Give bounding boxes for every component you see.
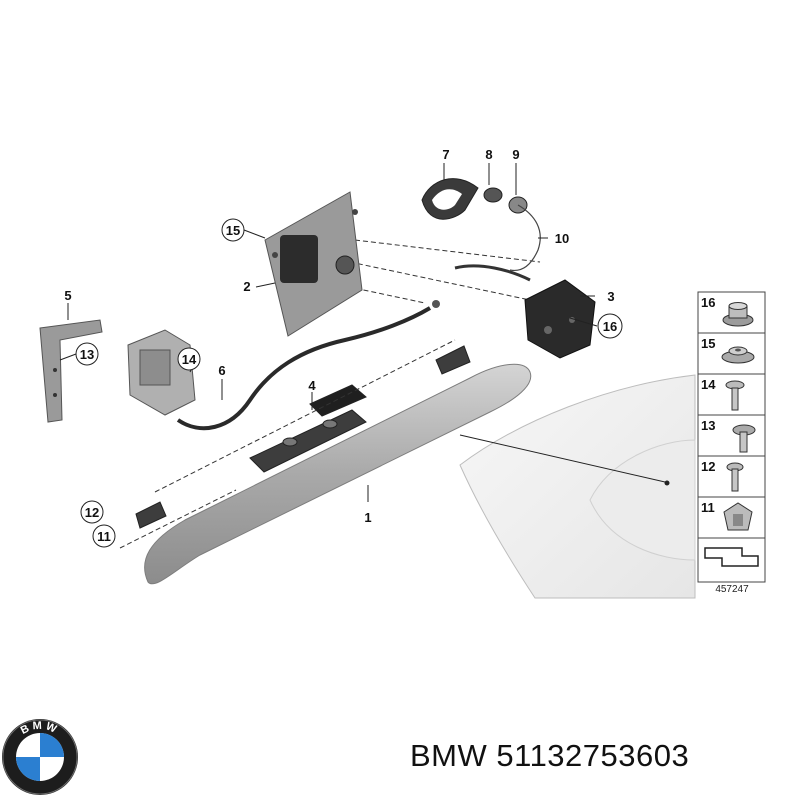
lock-part-3: [454, 264, 596, 359]
grommet-part-8: [483, 187, 503, 203]
callout-9: 9: [512, 147, 519, 162]
cable-part-6: [176, 300, 440, 431]
diagram-code: 457247: [715, 584, 749, 595]
tailgate-panel: [459, 374, 696, 599]
callout-11: 11: [92, 524, 116, 548]
part-number-caption: BMW 51132753603: [410, 738, 689, 774]
legend-item-15: 15: [701, 336, 715, 351]
callout-12: 12: [80, 500, 104, 524]
callout-7: 7: [442, 147, 449, 162]
trim-handle-part-1: [144, 363, 532, 585]
callout-5: 5: [64, 288, 71, 303]
shape-symbol-icon: [704, 547, 759, 567]
actuator-part: [127, 329, 196, 416]
callout-10: 10: [555, 231, 569, 246]
mounting-plate-part-2: [264, 191, 363, 337]
legend-item-14: 14: [701, 377, 716, 392]
legend-item-13: 13: [701, 418, 715, 433]
callout-6: 6: [218, 363, 225, 378]
callout-8: 8: [485, 147, 492, 162]
bmw-logo: BMW: [2, 719, 78, 795]
nut-15-icon: [721, 346, 755, 364]
svg-text:14: 14: [182, 352, 197, 367]
bracket-part-5: [39, 319, 103, 423]
svg-text:13: 13: [80, 347, 94, 362]
svg-text:15: 15: [226, 223, 240, 238]
grommet-part-9: [508, 196, 541, 272]
leader-lines: [59, 163, 666, 502]
callout-3: 3: [607, 289, 614, 304]
bolt-14-icon: [725, 380, 745, 411]
svg-text:12: 12: [85, 505, 99, 520]
callout-16: 16: [597, 313, 623, 339]
bolt-12-icon: [726, 462, 744, 492]
callout-13: 13: [75, 342, 99, 366]
gasket-part-4: [135, 345, 471, 529]
assembly-guide-lines: [119, 239, 541, 549]
bolt-13-icon: [732, 424, 756, 453]
clip-11-icon: [723, 502, 753, 531]
nut-16-icon: [722, 302, 754, 327]
handle-part-7: [421, 178, 479, 220]
legend-item-11: 11: [701, 500, 715, 515]
fasteners-legend: 16 15 14 13 12 11: [697, 291, 766, 583]
callout-14: 14: [177, 347, 201, 371]
callout-15: 15: [221, 218, 245, 242]
callout-1: 1: [364, 510, 371, 525]
part-number: 51132753603: [496, 738, 690, 773]
legend-item-16: 16: [701, 295, 715, 310]
callout-2: 2: [243, 279, 250, 294]
svg-text:BMW: BMW: [19, 720, 61, 737]
svg-text:16: 16: [603, 319, 617, 334]
legend-item-12: 12: [701, 459, 715, 474]
svg-text:11: 11: [97, 529, 111, 544]
brand-name: BMW: [410, 738, 488, 773]
callout-4: 4: [308, 378, 316, 393]
